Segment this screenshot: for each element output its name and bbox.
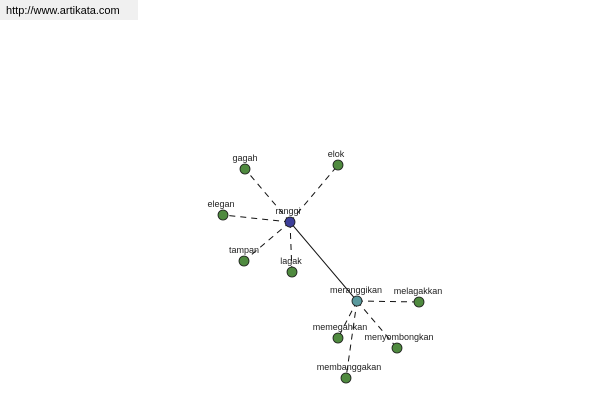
node-label-memegahkan: memegahkan <box>313 322 368 332</box>
node-elok[interactable] <box>332 159 344 171</box>
edge-ranggi-gagah <box>244 168 291 223</box>
node-label-gagah: gagah <box>232 153 257 163</box>
edge-ranggi-lagak <box>289 221 293 273</box>
edge-ranggi-elegan <box>222 214 291 223</box>
node-label-membanggakan: membanggakan <box>317 362 382 372</box>
nodes-layer <box>217 159 425 384</box>
node-lagak[interactable] <box>286 266 298 278</box>
node-gagah[interactable] <box>239 163 251 175</box>
node-menyombongkan[interactable] <box>391 342 403 354</box>
node-label-elok: elok <box>328 149 345 159</box>
node-label-meranggikan: meranggikan <box>330 285 382 295</box>
edges-layer <box>222 164 420 379</box>
node-ranggi[interactable] <box>284 216 296 228</box>
labels-layer: ranggi gagah elok elegan tampan lagak meranggi… <box>207 149 442 372</box>
node-label-elegan: elegan <box>207 199 234 209</box>
node-membanggakan[interactable] <box>340 372 352 384</box>
node-label-menyombongkan: menyombongkan <box>364 332 433 342</box>
node-label-lagak: lagak <box>280 256 302 266</box>
edge-meranggikan-memegahkan <box>337 300 358 339</box>
node-label-tampan: tampan <box>229 245 259 255</box>
node-label-ranggi: ranggi <box>275 206 300 216</box>
edge-meranggikan-membanggakan <box>345 300 358 379</box>
node-elegan[interactable] <box>217 209 229 221</box>
node-melagakkan[interactable] <box>413 296 425 308</box>
node-memegahkan[interactable] <box>332 332 344 344</box>
node-tampan[interactable] <box>238 255 250 267</box>
source-url: http://www.artikata.com <box>0 0 138 20</box>
edge-ranggi-meranggikan <box>289 221 358 302</box>
edge-ranggi-elok <box>289 164 339 223</box>
edge-meranggikan-melagakkan <box>356 300 420 303</box>
node-meranggikan[interactable] <box>351 295 363 307</box>
node-label-melagakkan: melagakkan <box>394 286 443 296</box>
